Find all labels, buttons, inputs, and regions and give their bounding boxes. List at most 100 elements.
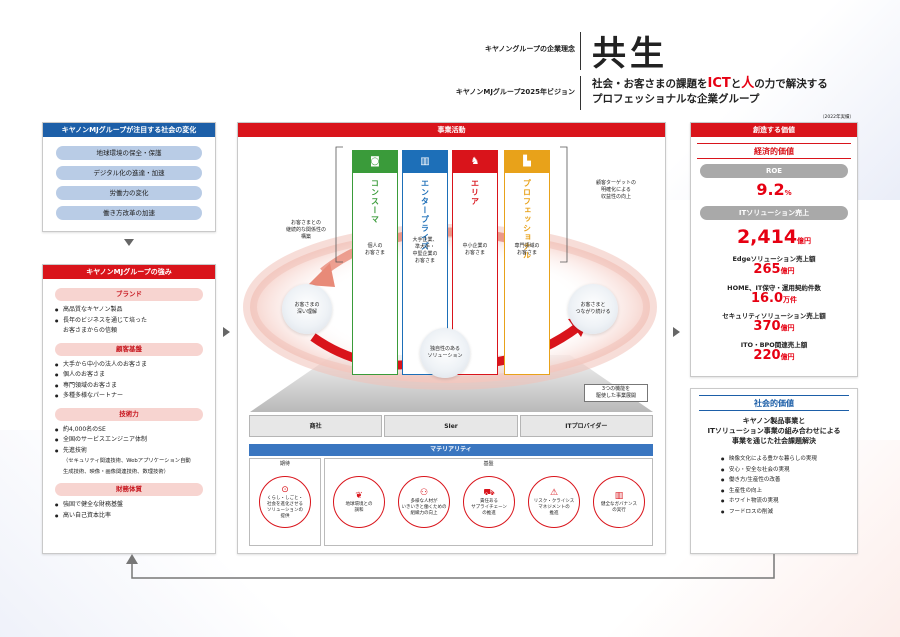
people-icon: ⚇ — [419, 487, 429, 498]
circle-understanding: お客さまの 深い理解 — [282, 284, 332, 334]
strength-item: 生成技術、映像・画像関連技術、数理技術） — [63, 468, 169, 475]
left-bracket — [335, 146, 343, 263]
arrow-down-icon — [124, 239, 134, 246]
vision-divider — [580, 76, 581, 110]
roe-label: ROE — [700, 164, 848, 178]
strength-item: 専門領域のお客さま — [55, 381, 203, 392]
note-relationship: お客さまとの 継続的な関係性の 構築 — [285, 220, 326, 240]
edge-value: 265億円 — [753, 262, 795, 277]
bpo-label: ITO・BPO関連売上額 — [740, 341, 808, 349]
business-title: 事業活動 — [238, 123, 665, 137]
materiality-item: ❦ 地球環境との 調和 — [333, 476, 385, 528]
social-value-panel: 社会的価値 キヤノン製品事業と ITソリューション事業の組み合わせによる 事業を… — [690, 388, 858, 554]
year-note: （2022年実績） — [820, 115, 854, 120]
alert-icon: ⚠ — [549, 487, 559, 498]
leaf-icon: ❦ — [355, 490, 363, 501]
strength-item: 先進技術 — [55, 446, 203, 457]
circle-solution: 独自性のある ソリューション — [420, 328, 470, 378]
column-consumer: ◙ コンスーマ 個人の お客さま — [352, 150, 398, 375]
home-label: HOME、IT保守・運用契約件数 — [727, 284, 821, 292]
economic-value-title: 経済的価値 — [697, 143, 851, 159]
social-change-panel: キヤノンMJグループが注目する社会の変化 地球環境の保全・保護 デジタル化の進達… — [42, 122, 216, 232]
column-sub: 中小企業の お客さま — [462, 243, 488, 256]
social-item: 働き方改革の加速 — [56, 206, 202, 220]
vision-label: キヤノンMJグループ2025年ビジョン — [455, 88, 575, 96]
truck-icon: ⛟ — [483, 487, 495, 498]
social-change-title: キヤノンMJグループが注目する社会の変化 — [43, 123, 215, 137]
strength-brand-label: ブランド — [55, 288, 203, 301]
value-title: 創造する価値 — [691, 123, 857, 137]
strength-item: 高品質なキヤノン製品 — [55, 305, 203, 316]
chair-icon: ♞ — [453, 151, 497, 173]
pin-icon: ⊙ — [281, 484, 289, 495]
security-value: 370億円 — [753, 319, 795, 334]
social-item: デジタル化の進達・加速 — [56, 166, 202, 180]
arrowhead-left-icon — [308, 263, 335, 287]
social-value-item: 映像文化による豊かな暮らしの実現 — [721, 454, 857, 465]
materiality-growth-box: 期待 — [249, 458, 321, 546]
building-icon: ▥ — [403, 151, 447, 173]
strength-item: （セキュリティ関連技術、Webアプリケーション自動 — [63, 458, 191, 464]
social-value-item: 働き方/生産性の改善 — [721, 475, 857, 486]
strength-finance-label: 財務体質 — [55, 483, 203, 496]
feedback-loop-arrow — [126, 554, 775, 579]
roe-value: 9.2% — [756, 180, 792, 199]
materiality-item: ▥ 健全なガバナンス の実行 — [593, 476, 645, 528]
philosophy-label: キヤノングループの企業理念 — [484, 45, 575, 53]
column-title: エンタープライズ — [420, 179, 430, 251]
strength-item: 個人のお客さま — [55, 370, 203, 381]
function-it-provider: ITプロバイダー — [519, 415, 653, 437]
materiality-item: ⚠ リスク・クライシス マネジメントの 推進 — [528, 476, 580, 528]
note-three-functions: 3つの機能を 駆使した事業展開 — [584, 384, 648, 402]
materiality-base-box: 基盤 — [324, 458, 653, 546]
social-item: 労働力の変化 — [56, 186, 202, 200]
materiality-title: マテリアリティ — [249, 444, 653, 456]
header-divider — [580, 32, 581, 70]
social-value-title: 社会的価値 — [699, 395, 849, 411]
strength-item: お客さまからの信頼 — [63, 327, 118, 334]
bpo-value: 220億円 — [753, 348, 795, 363]
strengths-panel: キヤノンMJグループの強み ブランド 高品質なキヤノン製品 長年のビジネスを通じ… — [42, 264, 216, 554]
building-icon: ▥ — [614, 490, 624, 501]
strength-item: 強固で健全な財務基盤 — [55, 500, 203, 511]
right-bracket — [560, 146, 568, 263]
column-title: コンスーマ — [370, 179, 380, 224]
materiality-item: ⛟ 責任ある サプライチェーン の推進 — [463, 476, 515, 528]
arrow-right-icon — [223, 327, 230, 337]
materiality-item: ⚇ 多様な人材が いきいきと働くための 組織力の向上 — [398, 476, 450, 528]
strength-item: 約4,000名のSE — [55, 425, 203, 436]
note-profitability: 顧客ターゲットの 明確化による 収益性の向上 — [595, 180, 636, 200]
materiality-item: ⊙ くらし・しごと・ 社会を進化させる ソリューションの 提供 — [259, 476, 311, 528]
strength-item: 全国のサービスエンジニア体制 — [55, 435, 203, 446]
column-title: エリア — [470, 179, 480, 206]
column-sub: 専門領域の お客さま — [514, 243, 540, 256]
philosophy-word: 共生 — [592, 34, 668, 74]
column-title: プロフェッショナル — [522, 179, 532, 260]
factory-icon: ▙ — [505, 151, 549, 173]
arrow-right-icon — [673, 327, 680, 337]
function-sier: SIer — [384, 415, 518, 437]
circle-connection: お客さまと つながり続ける — [568, 284, 618, 334]
column-professional: ▙ プロフェッショナル 専門領域の お客さま — [504, 150, 550, 375]
column-sub: 個人の お客さま — [364, 243, 385, 256]
strength-customer-label: 顧客基盤 — [55, 342, 203, 356]
social-value-item: 安心・安全な社会の実現 — [721, 465, 857, 476]
strengths-title: キヤノンMJグループの強み — [43, 265, 215, 279]
social-value-headline: キヤノン製品事業と ITソリューション事業の組み合わせによる 事業を通じた社会課… — [707, 417, 841, 445]
strength-item: 長年のビジネスを通じて培った — [55, 316, 203, 327]
materiality-base-label: 基盤 — [483, 461, 494, 467]
vision-statement: 社会・お客さまの課題をICTと人の力で解決する プロフェッショナルな企業グループ — [592, 76, 828, 105]
it-solution-label: ITソリューション売上 — [700, 206, 848, 220]
strength-item: 高い自己資本比率 — [55, 511, 203, 522]
strength-tech-label: 技術力 — [55, 407, 203, 421]
home-value: 16.0万件 — [750, 291, 798, 306]
function-trading: 商社 — [249, 415, 383, 437]
materiality-growth-label: 期待 — [279, 461, 290, 467]
social-value-item: ホワイト物流の実現 — [721, 496, 857, 507]
functions-row: 商社 SIer ITプロバイダー — [249, 415, 653, 437]
strength-item: 多種多様なパートナー — [55, 391, 203, 402]
social-value-item: フードロスの削減 — [721, 507, 857, 518]
camera-icon: ◙ — [353, 151, 397, 173]
social-item: 地球環境の保全・保護 — [56, 146, 202, 160]
social-value-item: 生産性の向上 — [721, 486, 857, 497]
